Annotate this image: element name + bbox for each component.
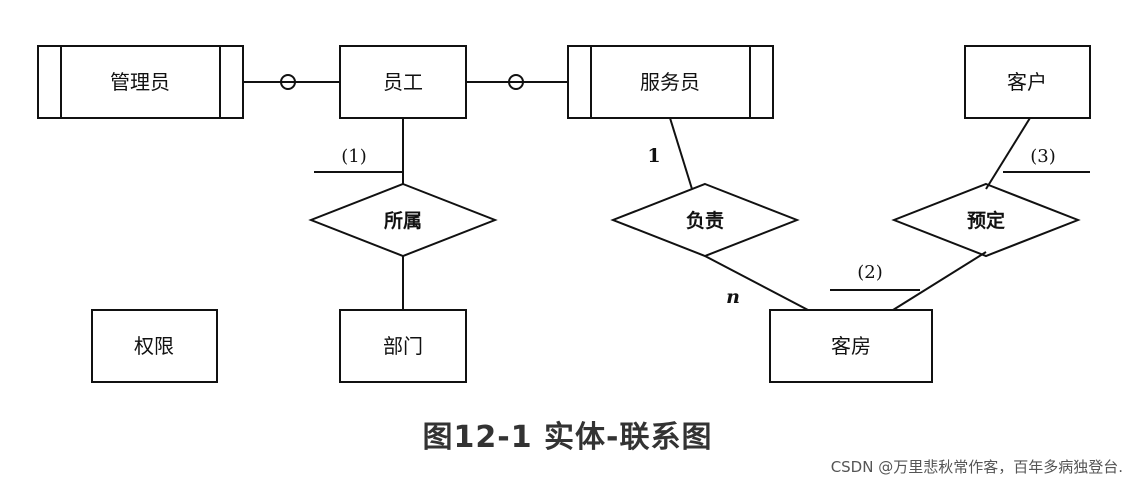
inheritance-circle-attendant xyxy=(508,74,524,90)
entity-permission-label: 权限 xyxy=(134,334,174,358)
relationship-responsible-label: 负责 xyxy=(686,209,724,232)
relationship-reserve-label: 预定 xyxy=(967,209,1005,232)
relationship-belongs-label: 所属 xyxy=(384,210,422,232)
cardinality-n: n xyxy=(726,286,740,308)
link-attendant-responsible xyxy=(669,117,693,190)
entity-customer-box xyxy=(964,45,1091,119)
entity-room-label: 客房 xyxy=(831,334,871,358)
figure-caption: 图12-1 实体-联系图 xyxy=(422,420,713,455)
entity-customer-label: 客户 xyxy=(1007,70,1047,94)
entity-attendant-label: 服务员 xyxy=(640,70,700,94)
cardinality-one: 1 xyxy=(647,145,660,167)
watermark: CSDN @万里悲秋常作客，百年多病独登台. xyxy=(830,458,1123,476)
link-reserve-room xyxy=(892,251,987,311)
link-responsible-room xyxy=(704,255,809,311)
cardinality-placeholder-2: (2) xyxy=(857,262,883,283)
entity-permission-box xyxy=(91,309,218,383)
cardinality-placeholder-1: (1) xyxy=(341,146,367,167)
entity-admin-label: 管理员 xyxy=(110,70,170,94)
inheritance-circle-admin xyxy=(280,74,296,90)
entity-employee-label: 员工 xyxy=(383,70,423,94)
er-diagram: 管理员 员工 服务员 客户 权限 部门 客房 所属 负责 预定 (1) (2) … xyxy=(37,45,1091,383)
entity-room-box xyxy=(769,309,933,383)
relationship-reserve-diamond xyxy=(891,182,1081,258)
entity-department-label: 部门 xyxy=(383,334,423,358)
cardinality-placeholder-3: (3) xyxy=(1030,146,1056,167)
link-customer-reserve xyxy=(985,117,1031,190)
